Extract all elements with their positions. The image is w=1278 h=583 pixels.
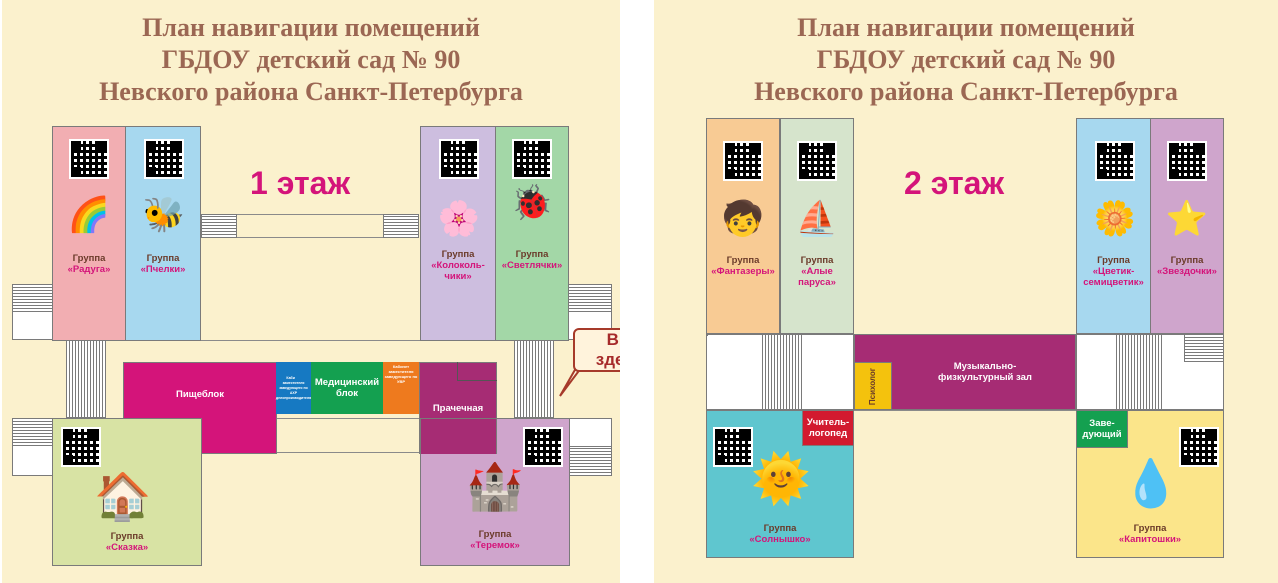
room-fantazery[interactable]: 🧒 Группа«Фантазеры» — [706, 118, 780, 334]
bee-icon: 🐝 — [142, 196, 186, 234]
wall-line — [854, 410, 1076, 411]
qr-code-icon[interactable] — [523, 427, 563, 467]
wall-line — [201, 214, 419, 215]
stairs — [1116, 334, 1162, 410]
tower-house-icon: 🏰 — [466, 460, 524, 512]
room-skazka[interactable]: 🏠 Группа«Сказка» — [52, 418, 202, 566]
wall-line — [201, 452, 419, 453]
title-line-1: План навигации помещений — [142, 13, 480, 42]
qr-code-icon[interactable] — [439, 139, 479, 179]
stairs — [762, 334, 802, 410]
wall-line — [201, 418, 419, 419]
flower-icon: 🌼 — [1093, 200, 1137, 238]
room-svetlyachki[interactable]: 🐞 Группа«Светлячки» — [495, 126, 569, 341]
firefly-icon: 🐞 — [510, 184, 554, 222]
sailing-ship-icon: ⛵ — [795, 200, 839, 238]
room-small-office-top — [295, 362, 311, 382]
bluebells-icon: 🌸 — [437, 200, 481, 238]
floor1-label: 1 этаж — [250, 165, 351, 201]
qr-code-icon[interactable] — [797, 141, 837, 181]
room-raduga[interactable]: 🌈 Группа«Радуга» — [52, 126, 126, 341]
floor1-panel: План навигации помещений ГБДОУ детский с… — [2, 0, 667, 583]
stairs — [706, 334, 708, 336]
room-tsvetik[interactable]: 🌼 Группа«Цветик-семицветик» — [1076, 118, 1151, 334]
title-line-2: ГБДОУ детский сад № 90 — [161, 45, 461, 74]
stairs — [514, 340, 554, 418]
children-icon: 🧒 — [721, 200, 765, 238]
star-icon: ⭐ — [1165, 200, 1209, 238]
wall-line — [54, 340, 569, 341]
stairs — [568, 284, 612, 312]
room-medical[interactable]: Медицинский блок — [311, 362, 383, 414]
qr-code-icon[interactable] — [144, 139, 184, 179]
stairs — [201, 214, 237, 238]
stairs — [383, 214, 419, 238]
divider — [620, 0, 654, 583]
qr-code-icon[interactable] — [61, 427, 101, 467]
qr-code-icon[interactable] — [1095, 141, 1135, 181]
laundry-extension — [420, 418, 497, 454]
room-speech-therapist[interactable]: Учитель-логопед — [802, 410, 854, 446]
room-pchelki[interactable]: 🐝 Группа«Пчелки» — [125, 126, 201, 341]
room-kapitoshki[interactable]: 💧 Группа«Капитошки» — [1076, 410, 1224, 558]
room-head[interactable]: Заве-дующий — [1076, 410, 1128, 448]
wall-line — [201, 237, 419, 238]
stairs — [568, 446, 612, 476]
room-solnyshko[interactable]: 🌞 Группа«Солнышко» — [706, 410, 854, 558]
title-line-1: План навигации помещений — [797, 13, 1135, 42]
floor2-panel: План навигации помещений ГБДОУ детский с… — [654, 0, 1278, 583]
stairs — [12, 418, 54, 446]
wall-line — [457, 362, 458, 380]
stairs — [1184, 334, 1224, 362]
qr-code-icon[interactable] — [1167, 141, 1207, 181]
title-line-3: Невского района Санкт-Петербурга — [99, 77, 523, 106]
title-line-3: Невского района Санкт-Петербурга — [754, 77, 1178, 106]
floor1-title: План навигации помещений ГБДОУ детский с… — [2, 12, 620, 108]
title-line-2: ГБДОУ детский сад № 90 — [816, 45, 1116, 74]
fairy-house-icon: 🏠 — [94, 470, 152, 522]
stairs — [66, 340, 106, 418]
water-drop-icon: 💧 — [1122, 457, 1180, 509]
wall-line — [457, 380, 497, 381]
stairs — [12, 284, 54, 312]
qr-code-icon[interactable] — [69, 139, 109, 179]
floor2-title: План навигации помещений ГБДОУ детский с… — [654, 12, 1278, 108]
sun-icon: 🌞 — [751, 453, 811, 506]
rainbow-icon: 🌈 — [67, 196, 111, 234]
floor2-label: 2 этаж — [904, 165, 1005, 201]
qr-code-icon[interactable] — [512, 139, 552, 179]
qr-code-icon[interactable] — [1179, 427, 1219, 467]
qr-code-icon[interactable] — [723, 141, 763, 181]
room-deputy[interactable]: Кабинет заместителя заведующего по УВР — [383, 362, 419, 414]
qr-code-icon[interactable] — [713, 427, 753, 467]
room-kolokolchiki[interactable]: 🌸 Группа«Колоколь-чики» — [420, 126, 496, 341]
room-zvezdochki[interactable]: ⭐ Группа«Звездочки» — [1150, 118, 1224, 334]
room-psychologist[interactable]: Психолог — [854, 362, 892, 410]
